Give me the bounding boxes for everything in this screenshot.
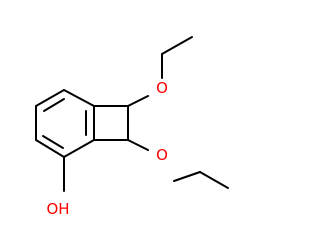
upper-ch2-ch3-bond [161,36,193,55]
ring-bond-top-right [63,89,95,107]
ring-bond-bottom-left-inner [42,135,64,149]
upper-c-o-bond [127,95,149,107]
lower-oxygen-label: O [156,146,168,164]
lower-o-ch2-bond [173,171,201,182]
lower-c-o-bond [127,139,149,151]
ring-bond-bottom-right [63,139,95,158]
ring-bond-top-left-inner [43,98,65,112]
upper-oxygen-label: O [156,79,168,97]
molecule-structure: O O OH [35,36,229,218]
ring-bond-bottom-left [35,139,65,158]
ring-bond-top-left [35,89,65,107]
hydroxyl-label: OH [46,200,69,218]
lower-ch2-ch3-bond [199,171,229,189]
